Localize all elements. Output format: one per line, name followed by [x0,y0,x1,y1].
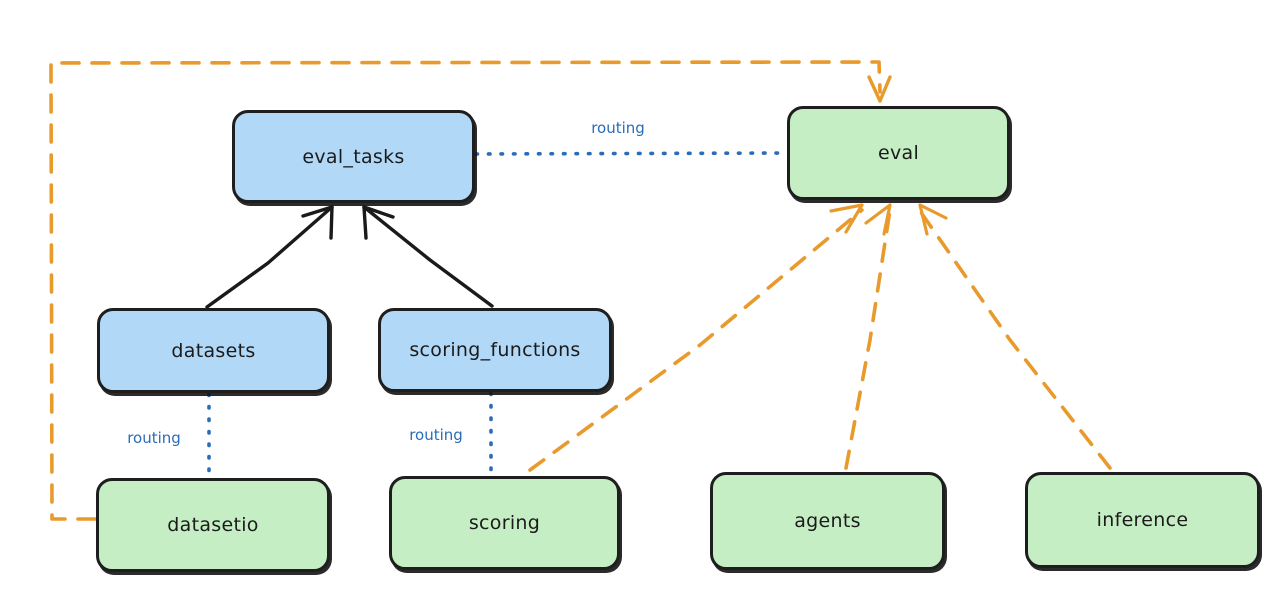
edge-eval-tasks-routes-to-eval [474,151,788,156]
edge-label-routing-eval-tasks: routing [591,119,645,137]
node-eval-tasks[interactable]: eval_tasks [232,110,475,203]
node-datasetio[interactable]: datasetio [96,478,330,572]
edge-agents-to-eval [844,203,892,470]
node-scoring-functions[interactable]: scoring_functions [378,308,612,392]
edge-label-routing-scoring-functions: routing [409,426,463,444]
node-eval[interactable]: eval [787,106,1010,200]
node-label-scoring-functions: scoring_functions [409,339,581,361]
node-label-eval: eval [877,142,920,164]
edge-label-routing-datasets: routing [127,429,181,447]
node-label-eval-tasks: eval_tasks [302,145,405,168]
node-scoring[interactable]: scoring [389,476,620,570]
node-agents[interactable]: agents [710,472,945,570]
node-inference[interactable]: inference [1025,472,1260,568]
edge-scoring-functions-to-eval-tasks [362,205,494,308]
node-label-scoring: scoring [468,512,541,534]
node-label-datasets: datasets [171,339,256,362]
node-label-agents: agents [794,510,861,532]
edge-datasets-to-eval-tasks [205,205,334,309]
node-label-datasetio: datasetio [167,514,259,536]
edge-inference-to-eval [918,203,1112,470]
node-datasets[interactable]: datasets [97,308,330,393]
node-label-inference: inference [1096,509,1189,531]
